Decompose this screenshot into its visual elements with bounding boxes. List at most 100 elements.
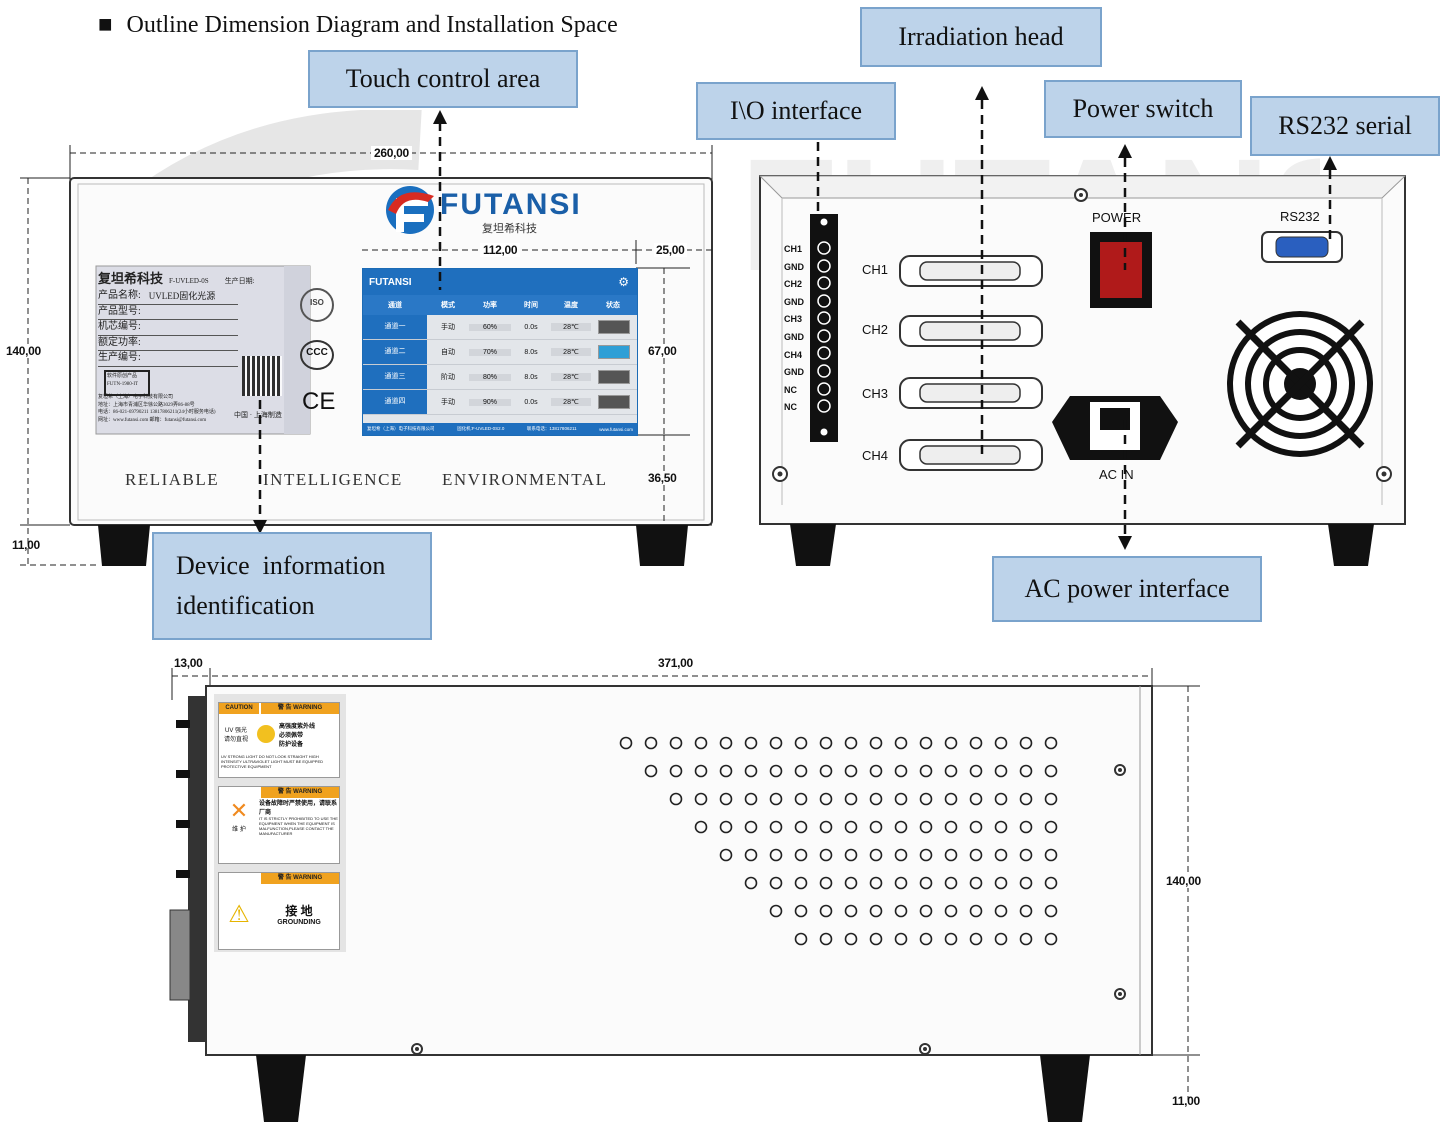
screen-row-power: 90%	[469, 398, 511, 406]
touch-screen[interactable]: FUTANSI ⚙ 通道 模式 功率 时间 温度 状态 通道一 手动 60% 0…	[362, 268, 638, 436]
screen-row-power: 80%	[469, 373, 511, 381]
screen-row-channel: 通道四	[363, 390, 427, 414]
screen-row-channel: 通道二	[363, 340, 427, 364]
front-dim-screen-height: 67,00	[648, 344, 677, 358]
label-product-name: UVLED固化光源	[148, 291, 216, 301]
label-field-2: 机芯编号:	[98, 320, 238, 336]
label-made-in: 中国 · 上海制造	[234, 411, 282, 419]
brand-logo-text: FUTANSI	[440, 188, 582, 221]
screen-row-temp: 28℃	[551, 373, 591, 381]
screen-row[interactable]: 通道二 自动 70% 8.0s 28℃	[363, 340, 637, 365]
io-label: CH2	[784, 279, 803, 290]
brand-sub: 复坦希科技	[482, 223, 537, 235]
callout-device-information: Device information identification	[152, 532, 432, 640]
label-footer-2: 电话：86-021-69790211 13817806211(24小时服务电话)	[98, 410, 216, 415]
side-dim-length: 371,00	[658, 656, 693, 670]
io-label: CH4	[784, 349, 803, 360]
screen-row-status-toggle[interactable]	[598, 395, 630, 409]
front-dim-screen-bottom: 36,50	[648, 471, 677, 485]
screen-row-temp: 28℃	[551, 323, 591, 331]
label-field-1: 产品型号:	[98, 305, 238, 320]
screen-footer-phone: 联系电话：13817806211	[526, 426, 577, 431]
slogan-reliable: RELIABLE	[125, 470, 220, 489]
callout-power-switch: Power switch	[1044, 80, 1242, 138]
io-label: NC	[784, 384, 797, 395]
vent-holes	[619, 736, 1058, 946]
warning-caution-tag: CAUTION	[219, 703, 259, 714]
label-cert-badge-2: FUTN-1980-IT	[107, 382, 139, 387]
channel-label-ch1: CH1	[862, 262, 889, 277]
screen-row-time: 0.0s	[524, 398, 538, 406]
ce-mark: CE	[302, 388, 336, 415]
screen-row-mode: 手动	[441, 324, 455, 331]
screen-row[interactable]: 通道一 手动 60% 0.0s 28℃	[363, 315, 637, 340]
io-terminal-labels: CH1 GND CH2 GND CH3 GND CH4 GND NC NC	[784, 241, 804, 417]
warning-label-grounding: 警 告 WARNING ⚠ 接 地 GROUNDING	[218, 872, 340, 950]
warning-label-uv: CAUTION 警 告 WARNING UV 强光 请勿直视 高强度紫外线 必须…	[218, 702, 340, 778]
front-dim-screen-right: 25,00	[654, 243, 687, 257]
screen-topbar: FUTANSI ⚙	[363, 269, 637, 295]
callout-device-info-line1: Device information	[176, 551, 386, 580]
rear-view	[758, 175, 1407, 566]
section-heading: ■ Outline Dimension Diagram and Installa…	[98, 10, 618, 40]
label-cert-box: 软件原创产品 FUTN-1980-IT	[104, 370, 150, 396]
label-field-3: 额定功率:	[98, 336, 238, 351]
screen-row-channel: 通道一	[363, 315, 427, 339]
screen-row-channel: 通道三	[363, 365, 427, 389]
screen-row-time: 8.0s	[524, 348, 538, 356]
screen-header-time: 时间	[524, 302, 538, 309]
screen-header-row: 通道 模式 功率 时间 温度 状态	[363, 295, 637, 315]
io-label: GND	[784, 296, 804, 307]
wrench-icon: ✕	[229, 798, 249, 823]
warning-title: 警 告 WARNING	[261, 787, 339, 798]
warning-title: 警 告 WARNING	[261, 703, 339, 714]
device-label: 复坦希科技 F-UVLED-0S 生产日期: 产品名称:UVLED固化光源 产品…	[98, 268, 284, 432]
label-cert-badge: 软件原创产品	[107, 374, 138, 379]
rs232-label: RS232	[1280, 209, 1320, 224]
ccc-mark: CCC	[300, 340, 334, 370]
screen-footer-mid: 固化机:F-UVLED-0S2.0	[457, 426, 505, 431]
screen-brand: FUTANSI	[369, 276, 412, 288]
screen-header-power: 功率	[483, 302, 497, 309]
channel-label-ch4: CH4	[862, 448, 889, 463]
screen-header-channel: 通道	[388, 302, 402, 309]
qr-code	[242, 356, 282, 396]
screen-row-mode: 手动	[441, 399, 455, 406]
rear-callout-arrows	[816, 86, 1337, 550]
warning-right-text: 接 地	[285, 904, 313, 918]
screen-settings-icon[interactable]: ⚙	[618, 275, 629, 289]
screen-row-status-toggle[interactable]	[598, 320, 630, 334]
io-label: CH1	[784, 244, 803, 254]
front-dim-width: 260,00	[371, 146, 412, 160]
screen-row-status-toggle[interactable]	[598, 345, 630, 359]
screen-row-status-toggle[interactable]	[598, 370, 630, 384]
screen-header-temp: 温度	[564, 302, 578, 309]
warning-right-text: 设备故障时严禁使用，请联系厂商	[259, 801, 338, 816]
callout-io-interface: I\O interface	[696, 82, 896, 140]
warning-left-text: 维 护	[232, 827, 246, 833]
screen-row[interactable]: 通道四 手动 90% 0.0s 28℃	[363, 390, 637, 415]
side-dim-height: 140,00	[1166, 874, 1201, 888]
callout-device-info-line2: identification	[176, 591, 315, 620]
front-view: 260,00 140,00 11,00 112,00 25,00 67,00 3…	[0, 140, 740, 580]
warning-right-en: GROUNDING	[277, 919, 321, 926]
side-dim-foot: 11,00	[1172, 1094, 1200, 1108]
label-model: F-UVLED-0S	[169, 277, 209, 285]
io-label: GND	[784, 331, 804, 342]
front-dim-screen-width: 112,00	[480, 243, 521, 257]
heading-bullet: ■	[98, 11, 113, 38]
screen-row[interactable]: 通道三 阶动 80% 8.0s 28℃	[363, 365, 637, 390]
callout-irradiation-head: Irradiation head	[860, 7, 1102, 67]
label-footer-3: 网址：www.futansi.com 邮箱：futansi@futansi.co…	[98, 417, 207, 423]
warning-title: 警 告 WARNING	[261, 873, 339, 884]
screen-row-power: 70%	[469, 348, 511, 356]
screen-header-mode: 模式	[441, 302, 455, 309]
warning-right-text: 高强度紫外线 必须佩带 防护设备	[279, 723, 316, 748]
io-label: CH3	[784, 314, 803, 325]
front-callout-arrows	[253, 110, 447, 534]
label-field-4: 生产编号:	[98, 351, 238, 367]
goggles-icon	[257, 725, 275, 743]
callout-rs232-serial: RS232 serial	[1250, 96, 1440, 156]
io-label: GND	[784, 261, 804, 272]
power-label: POWER	[1092, 210, 1142, 225]
